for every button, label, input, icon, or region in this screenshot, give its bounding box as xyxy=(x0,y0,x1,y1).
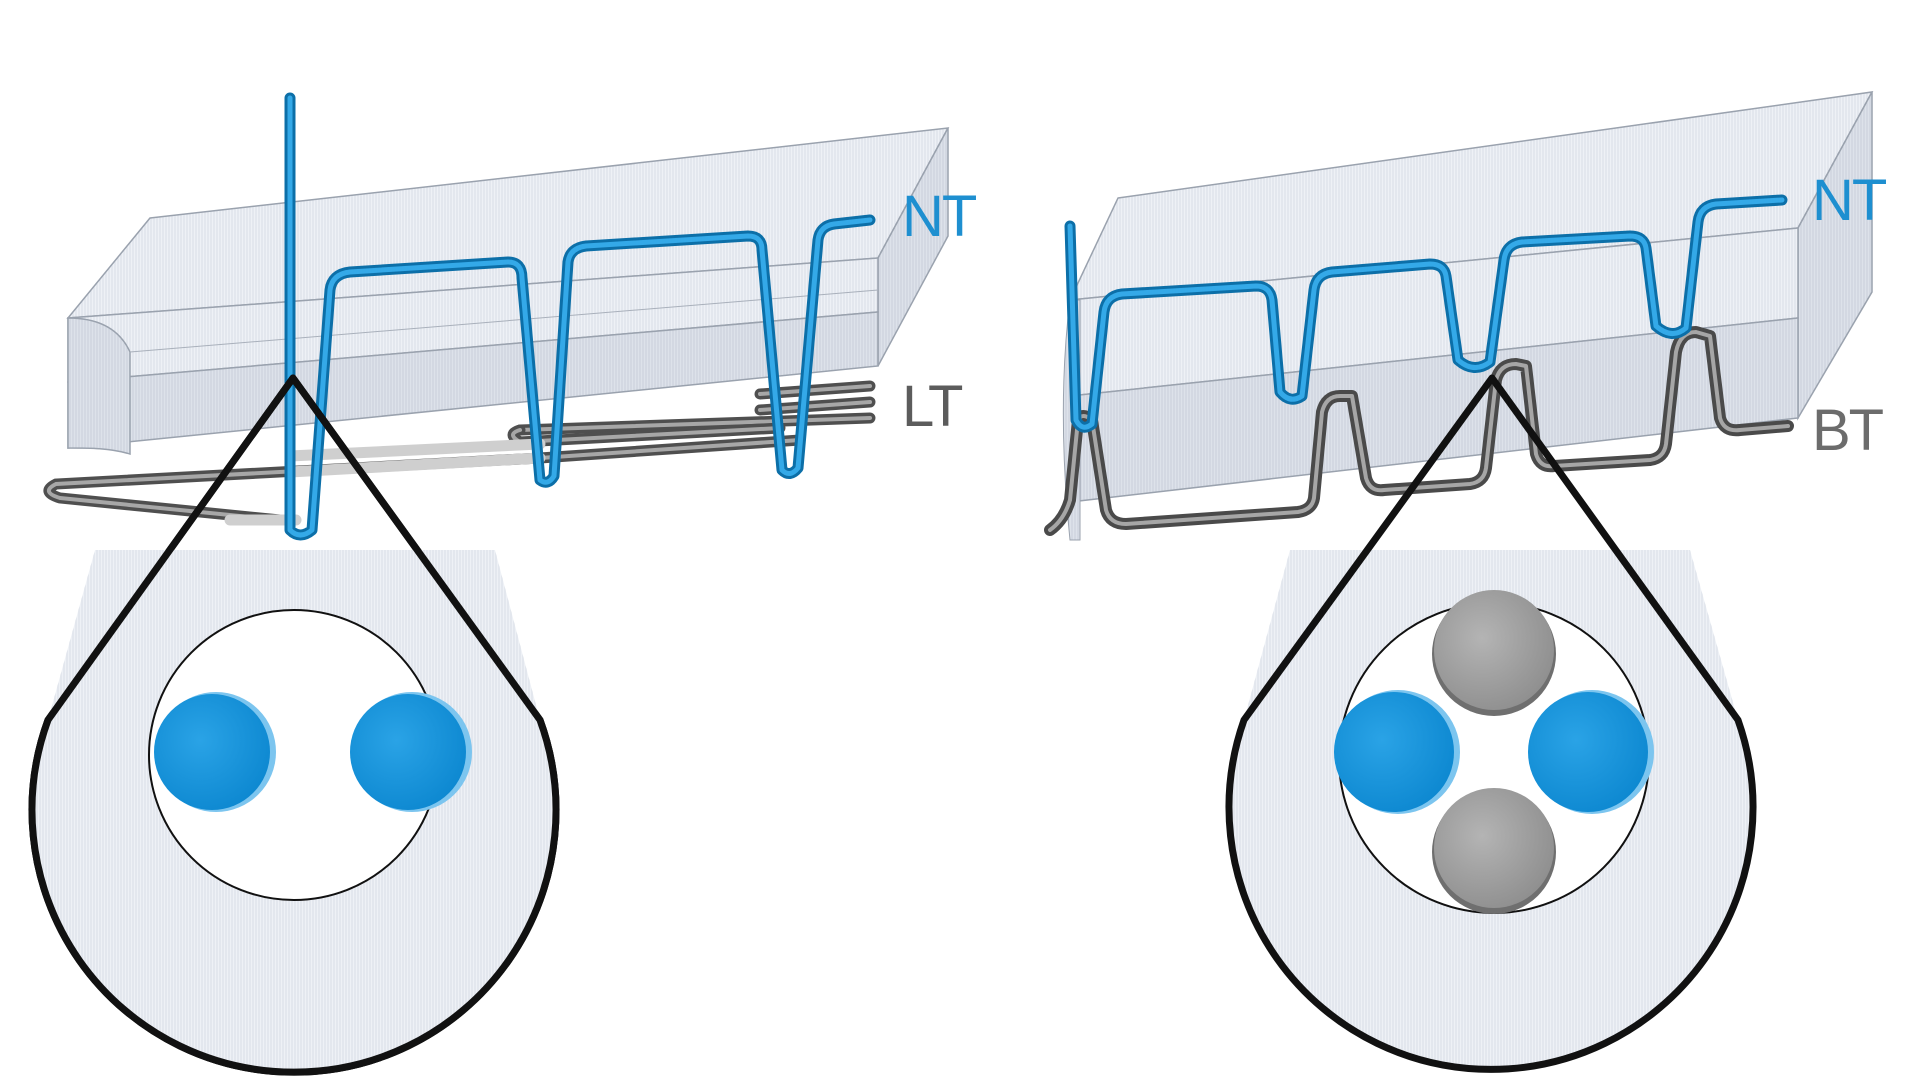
right-bt-label: BT xyxy=(1812,398,1884,463)
right-panel: NT BT xyxy=(1050,92,1887,1069)
right-nt-label: NT xyxy=(1812,168,1887,233)
right-cross-section xyxy=(1229,378,1753,1069)
left-lt-label: LT xyxy=(902,374,963,439)
left-panel: NT LT xyxy=(32,98,977,1072)
left-fabric-curl xyxy=(68,318,130,454)
left-nt-label: NT xyxy=(902,184,977,249)
